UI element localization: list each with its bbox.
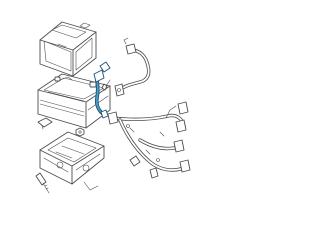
clamp [37, 117, 53, 130]
positive-cable [114, 37, 151, 97]
nut [75, 127, 85, 137]
hold-down-bolt [35, 172, 50, 194]
battery-tray [39, 131, 105, 191]
ground-cable [93, 61, 111, 119]
terminal-bolt [101, 79, 111, 91]
wiring-harness [107, 101, 191, 179]
battery-exploded-diagram [35, 21, 191, 194]
battery-tray-cover [39, 21, 97, 77]
